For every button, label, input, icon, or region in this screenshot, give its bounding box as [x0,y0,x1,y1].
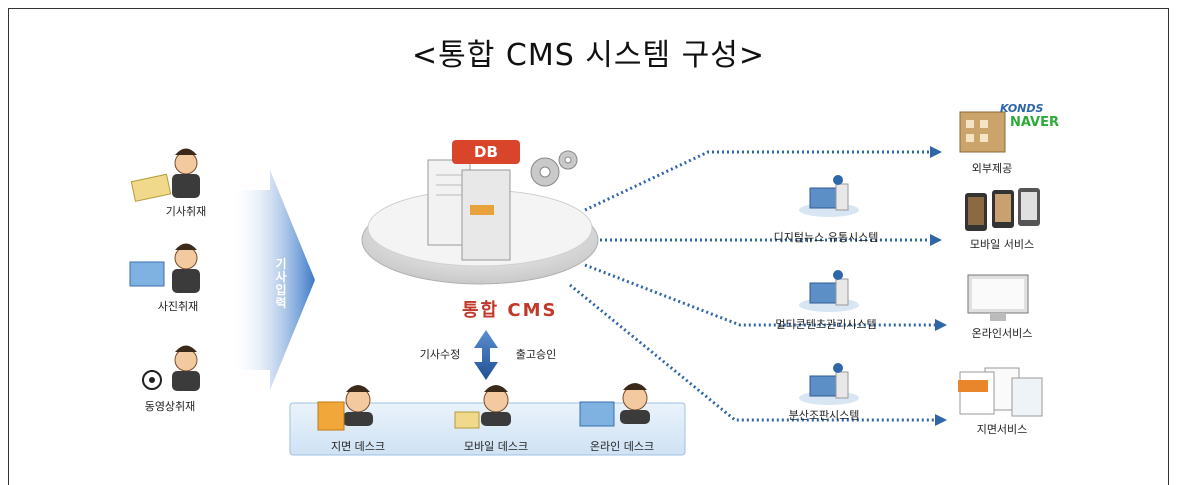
output-label-4: 지면서비스 [976,423,1028,436]
diagram-frame [8,8,1169,485]
connection-lines [569,150,935,422]
system-computer-icon-3 [799,363,859,405]
approve-label: 출고승인 [515,348,557,361]
desk-figure-3 [579,383,650,427]
arrow-heads [930,146,947,426]
output-label-1: 외부제공 [971,162,1013,175]
edit-approve-arrow [474,330,498,380]
konds-logo: KONDS [1000,102,1044,115]
db-badge [452,140,520,164]
desk-label-1: 지면 데스크 [330,440,386,453]
reporter-icon-3 [142,345,200,391]
building-icon [959,111,1006,153]
desk-label-3: 온라인 데스크 [589,440,655,453]
input-label-3: 동영상취재 [144,400,196,413]
reporter-icon-2 [129,243,200,293]
system-computer-icon-1 [799,175,859,217]
gear-icon [530,150,578,187]
system-label-1: 디지털뉴스 유통시스템 [773,231,879,244]
server-icon [427,159,511,261]
mobile-devices-icon [965,188,1040,231]
desk-label-2: 모바일 데스크 [463,440,529,453]
desk-figure-2 [454,385,511,429]
input-label-2: 사진취재 [157,300,199,313]
input-arrow-label: 기사입력 [275,257,287,310]
output-label-2: 모바일 서비스 [969,238,1035,251]
cms-label: 통합 CMS [462,300,558,321]
monitor-icon [967,274,1029,321]
pdf-documents-icon [958,367,1043,417]
system-label-2: 멀티콘텐츠관리시스템 [775,318,877,331]
desk-figure-1 [317,385,373,431]
edit-label: 기사수정 [419,348,461,361]
diagram-title: <통합 CMS 시스템 구성> [412,38,765,73]
input-label-1: 기사취재 [165,205,207,218]
db-label: DB [474,143,498,161]
input-arrow [230,170,315,390]
system-label-3: 분산조판시스템 [788,409,860,422]
reporter-icon-1 [130,148,200,202]
system-computer-icon-2 [799,270,859,312]
naver-logo: NAVER [1010,115,1060,130]
output-label-3: 온라인서비스 [971,327,1033,340]
